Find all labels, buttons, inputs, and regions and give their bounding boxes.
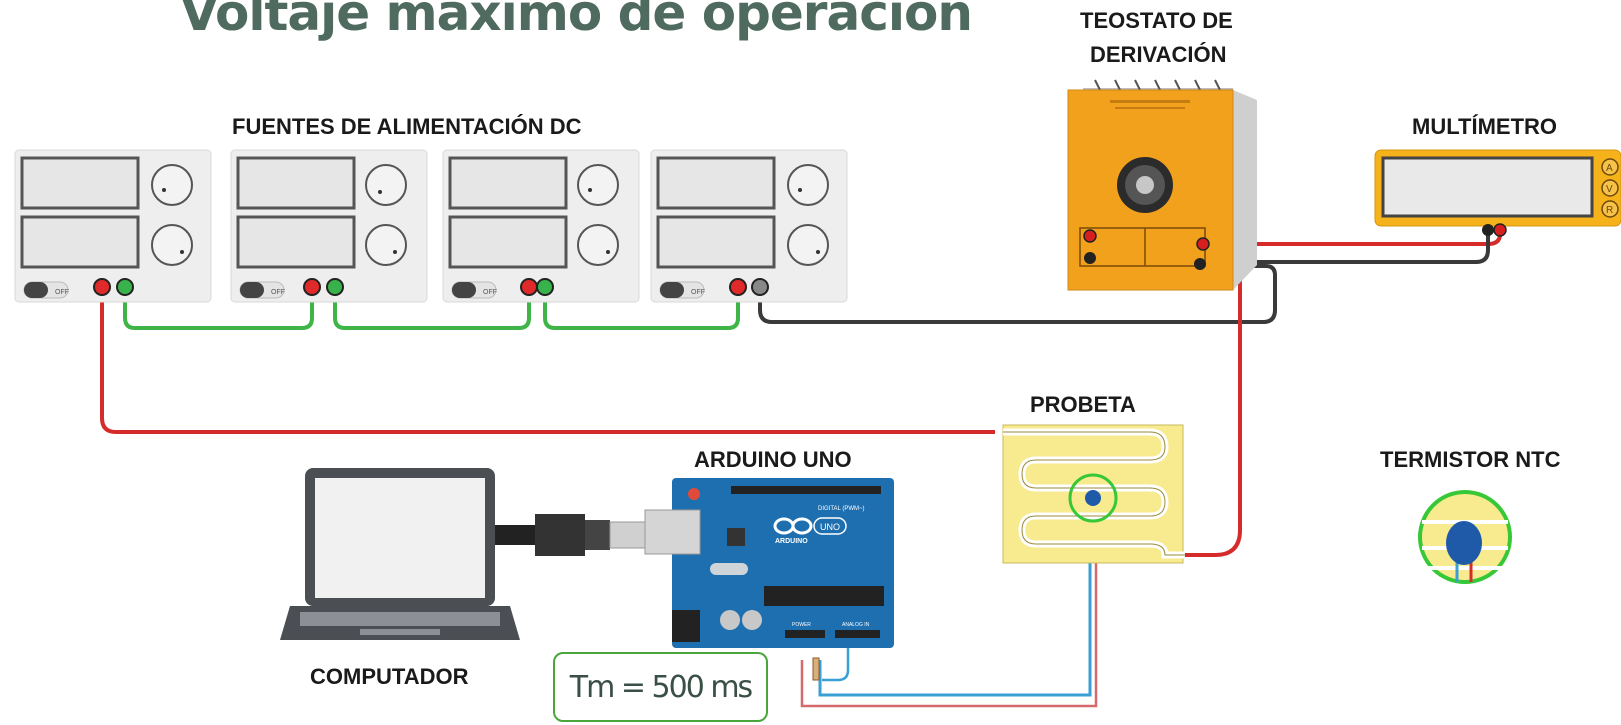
thermistor-label: TERMISTOR NTC — [1380, 447, 1561, 472]
wire-red-rheostat-probe — [1185, 242, 1242, 557]
arduino-power-header: POWER — [792, 622, 811, 628]
probe-label: PROBETA — [1030, 392, 1136, 417]
power-supply-3 — [442, 149, 640, 303]
supply-3-switch-label: OFF — [483, 289, 497, 296]
multimeter-button-v: V — [1606, 184, 1613, 195]
arduino-label: ARDUINO UNO — [694, 447, 852, 472]
wire-blue-resistor — [822, 645, 850, 682]
wire-red-supply-probe — [100, 285, 995, 434]
wire-red-sensor — [800, 505, 1098, 708]
rheostat-label-line1: TEOSTATO DE — [1080, 8, 1233, 33]
supply-4-switch-label: OFF — [691, 289, 705, 296]
probe — [1002, 424, 1185, 564]
page-title: Voltaje máximo de operación — [180, 0, 973, 42]
multimeter — [1374, 149, 1621, 237]
wire-black-supply-rheostat — [758, 264, 1277, 324]
rheostat — [1067, 79, 1257, 291]
multimeter-button-r: R — [1606, 205, 1613, 216]
multimeter-label: MULTÍMETRO — [1412, 114, 1558, 139]
supply-1-switch-label: OFF — [55, 289, 69, 296]
sampling-time-box: Tm = 500 ms — [553, 652, 768, 722]
supply-2-switch-label: OFF — [271, 289, 285, 296]
rheostat-label-line2: DERIVACIÓN — [1090, 42, 1227, 67]
wire-green-2 — [333, 285, 531, 330]
arduino-logo-text: ARDUINO — [775, 538, 808, 545]
arduino-uno — [644, 478, 894, 681]
power-supplies-label: FUENTES DE ALIMENTACIÓN DC — [232, 114, 582, 139]
arduino-model-text: UNO — [820, 522, 840, 532]
power-switch-icon — [24, 282, 48, 298]
wire-blue-sensor — [818, 500, 1092, 697]
sampling-time-text: Tm = 500 ms — [569, 670, 753, 705]
wire-black-rheostat-multimeter — [1200, 224, 1490, 264]
arduino-logo-icon — [773, 517, 813, 535]
power-supply-4 — [650, 149, 848, 303]
thermistor-ntc — [1418, 490, 1512, 584]
wire-green-1 — [123, 285, 314, 330]
power-supply-2 — [230, 149, 428, 303]
computer-label: COMPUTADOR — [310, 664, 469, 689]
power-supply-1 — [14, 149, 212, 303]
arduino-analog-header: ANALOG IN — [842, 622, 870, 628]
wire-green-3 — [543, 285, 740, 330]
arduino-digital-header: DIGITAL (PWM~) — [818, 506, 865, 512]
multimeter-buttons: A V R — [1601, 158, 1619, 218]
usb-plug-icon — [495, 514, 646, 556]
multimeter-button-a: A — [1606, 163, 1613, 174]
probe-thermistor-icon — [1085, 490, 1101, 506]
laptop — [280, 468, 520, 640]
